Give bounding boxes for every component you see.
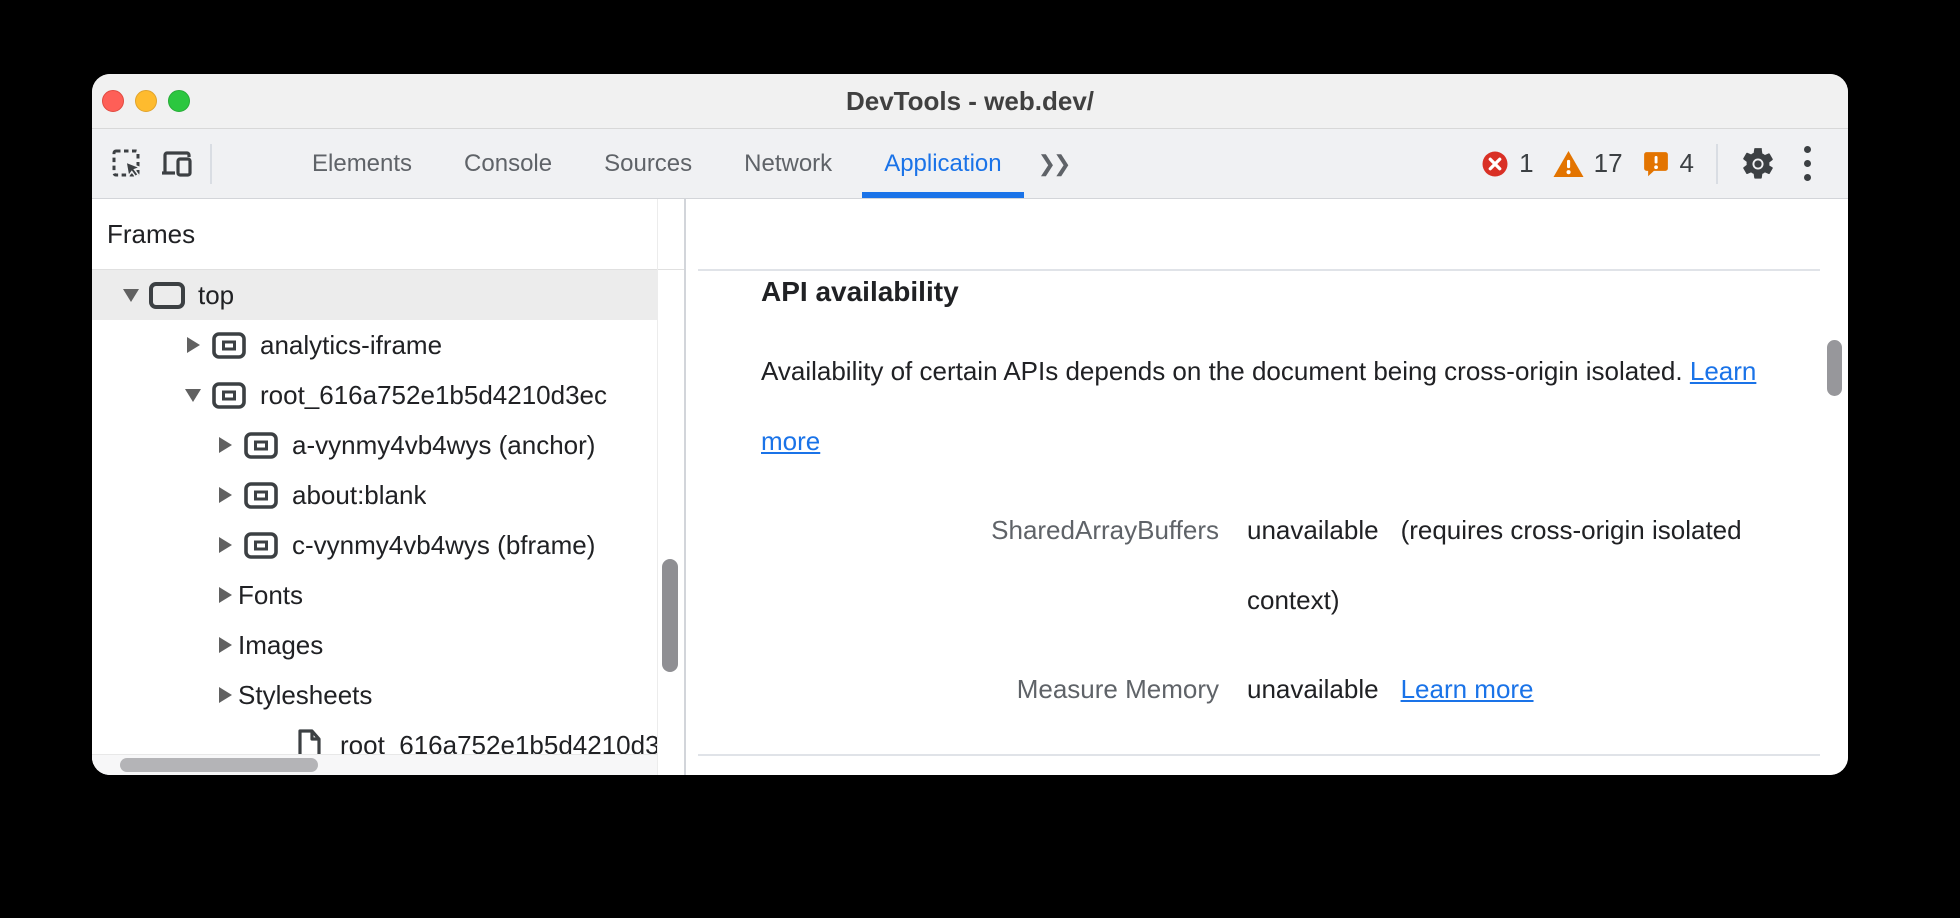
tree-item-bframe[interactable]: c-vynmy4vb4wys (bframe) xyxy=(92,520,657,570)
api-status: unavailable xyxy=(1247,674,1379,704)
issues-badge[interactable]: 4 xyxy=(1637,148,1698,179)
panel-tabs: Elements Console Sources Network Applica… xyxy=(286,129,1028,198)
chevron-right-icon[interactable] xyxy=(214,587,236,603)
chevron-right-icon[interactable] xyxy=(214,537,236,553)
gear-icon xyxy=(1739,145,1777,183)
warnings-count: 17 xyxy=(1593,148,1623,178)
api-row-name: SharedArrayBuffers xyxy=(991,515,1219,545)
frames-section-header: Frames xyxy=(92,199,684,270)
section-description: Availability of certain APIs depends on … xyxy=(761,336,1761,476)
main-vertical-scrollbar[interactable] xyxy=(1827,340,1842,396)
api-row-name: Measure Memory xyxy=(1016,674,1219,704)
iframe-icon xyxy=(210,380,248,410)
titlebar: DevTools - web.dev/ xyxy=(92,74,1848,129)
chevron-right-icon[interactable] xyxy=(182,337,204,353)
tree-item-about-blank[interactable]: about:blank xyxy=(92,470,657,520)
issues-count: 4 xyxy=(1679,148,1694,178)
sidebar-horizontal-scrollbar-thumb[interactable] xyxy=(120,758,318,772)
api-row-value: unavailable(requires cross-origin isolat… xyxy=(1247,495,1747,635)
iframe-icon xyxy=(242,530,280,560)
tree-item-anchor-frame[interactable]: a-vynmy4vb4wys (anchor) xyxy=(92,420,657,470)
window-title: DevTools - web.dev/ xyxy=(845,85,1094,116)
frame-details-pane: API availability Availability of certain… xyxy=(686,199,1848,775)
inspect-cursor-icon xyxy=(111,148,143,180)
tree-item-fonts[interactable]: Fonts xyxy=(92,570,657,620)
tree-item-label: analytics-iframe xyxy=(260,329,443,360)
warnings-badge[interactable]: 17 xyxy=(1548,148,1627,179)
tab-elements[interactable]: Elements xyxy=(312,149,413,177)
inspect-element-button[interactable] xyxy=(106,141,148,187)
tab-network[interactable]: Network xyxy=(744,149,833,177)
toolbar-separator xyxy=(210,143,212,184)
tree-item-label: Fonts xyxy=(238,579,304,610)
kebab-menu-icon xyxy=(1803,146,1811,181)
toolbar-separator xyxy=(1716,143,1718,184)
tree-item-analytics-iframe[interactable]: analytics-iframe xyxy=(92,320,657,370)
tree-item-label: about:blank xyxy=(292,479,427,510)
tab-sources[interactable]: Sources xyxy=(604,149,693,177)
errors-badge[interactable]: 1 xyxy=(1476,148,1537,179)
sidebar-horizontal-scrollbar-track[interactable] xyxy=(92,754,657,775)
tree-item-label: Stylesheets xyxy=(238,679,373,710)
tree-item-label: a-vynmy4vb4wys (anchor) xyxy=(292,429,596,460)
tab-application[interactable]: Application xyxy=(858,129,1027,198)
api-status: unavailable xyxy=(1247,515,1379,545)
api-row-value: unavailable Learn more xyxy=(1247,654,1747,724)
api-status-note: (requires cross-origin isolated context) xyxy=(1247,515,1742,615)
issue-bubble-icon xyxy=(1641,149,1671,179)
zoom-window-button[interactable] xyxy=(168,90,190,112)
minimize-window-button[interactable] xyxy=(135,90,157,112)
chevron-right-icon[interactable] xyxy=(214,687,236,703)
chevron-right-icon[interactable] xyxy=(214,637,236,653)
devtools-window: DevTools - web.dev/ Elements xyxy=(92,74,1848,775)
application-sidebar: Frames top analytics-iframe xyxy=(92,199,684,775)
api-availability-table: SharedArrayBuffers unavailable(requires … xyxy=(761,495,1820,724)
frames-tree: top analytics-iframe root_616a752e1b5d42… xyxy=(92,270,657,770)
more-tabs-button[interactable]: ❯❯ xyxy=(1028,151,1079,177)
errors-count: 1 xyxy=(1519,148,1534,178)
pane-divider[interactable] xyxy=(684,199,686,775)
scrollbar-gutter-line xyxy=(657,199,658,775)
chevron-down-icon[interactable] xyxy=(120,288,142,302)
document-icon xyxy=(290,728,328,762)
tab-console[interactable]: Console xyxy=(464,149,553,177)
chevron-down-icon[interactable] xyxy=(182,388,204,402)
tree-item-label: Images xyxy=(238,629,324,660)
more-options-button[interactable] xyxy=(1790,140,1824,187)
learn-more-link[interactable]: Learn more xyxy=(1400,674,1534,704)
settings-button[interactable] xyxy=(1736,141,1780,187)
iframe-icon xyxy=(210,330,248,360)
iframe-icon xyxy=(242,430,280,460)
tree-item-stylesheets[interactable]: Stylesheets xyxy=(92,670,657,720)
sidebar-vertical-scrollbar[interactable] xyxy=(662,559,678,672)
close-window-button[interactable] xyxy=(102,90,124,112)
tree-item-label: c-vynmy4vb4wys (bframe) xyxy=(292,529,596,560)
iframe-icon xyxy=(242,480,280,510)
error-icon xyxy=(1480,149,1510,179)
tree-item-top[interactable]: top xyxy=(92,270,657,320)
devtools-toolbar: Elements Console Sources Network Applica… xyxy=(92,129,1848,199)
learn-more-link[interactable]: Learn more xyxy=(761,356,1757,456)
frame-icon xyxy=(148,280,186,310)
devtools-content: Frames top analytics-iframe xyxy=(92,199,1848,775)
chevron-right-icon[interactable] xyxy=(214,487,236,503)
tree-item-label: root_616a752e1b5d4210d3ec xyxy=(260,379,608,410)
api-availability-section: API availability Availability of certain… xyxy=(698,269,1820,756)
tree-item-images[interactable]: Images xyxy=(92,620,657,670)
device-toolbar-icon xyxy=(160,148,194,180)
section-title: API availability xyxy=(761,276,959,307)
traffic-lights xyxy=(92,90,190,112)
toolbar-right-cluster: 1 17 xyxy=(1476,140,1824,187)
tree-item-label: top xyxy=(198,279,235,310)
double-chevron-right-icon: ❯❯ xyxy=(1037,150,1072,176)
chevron-right-icon[interactable] xyxy=(214,437,236,453)
toggle-device-toolbar-button[interactable] xyxy=(156,141,198,187)
description-text: Availability of certain APIs depends on … xyxy=(761,356,1683,386)
warning-icon xyxy=(1552,149,1585,179)
tree-item-root-frame[interactable]: root_616a752e1b5d4210d3ec xyxy=(92,370,657,420)
